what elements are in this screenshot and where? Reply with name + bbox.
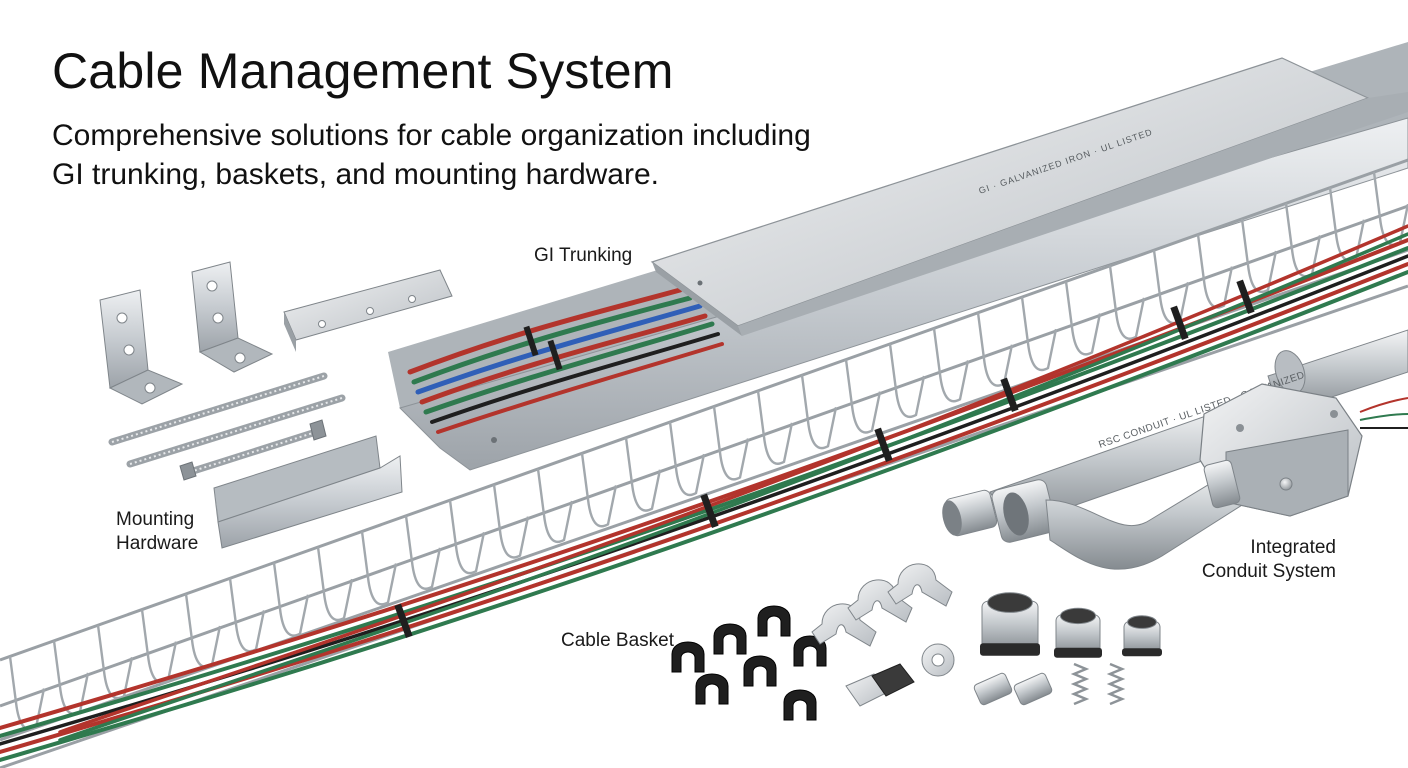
black-clip: [671, 641, 705, 673]
conduit-system-label-line-1: Integrated: [1250, 537, 1336, 558]
cable-gland: [1054, 607, 1102, 658]
basket-rib: [712, 406, 750, 481]
basket-rib: [448, 500, 486, 575]
l-bracket: [99, 289, 184, 405]
mounting-hardware-label: Mounting Hardware: [116, 508, 198, 556]
conduit-system-label: Integrated Conduit System: [1196, 536, 1336, 584]
gi-trunking-label: GI Trunking: [534, 244, 632, 268]
basket-rib: [756, 390, 794, 465]
basket-rib: [1240, 218, 1278, 293]
gi-trunking: GI · GALVANIZED IRON · UL LISTED: [388, 42, 1408, 471]
basket-rib: [1020, 296, 1058, 372]
flat-channel: [283, 269, 453, 352]
basket-rib: [888, 343, 926, 418]
basket-rib: [140, 609, 178, 684]
basket-rib: [492, 484, 530, 559]
springs: [1070, 662, 1126, 706]
basket-rib: [800, 375, 838, 450]
basket-wire-bundle: [0, 224, 1408, 762]
hex-bolt: [179, 419, 327, 481]
u-channel: [213, 435, 403, 549]
basket-rib: [536, 468, 574, 543]
black-clip: [695, 673, 729, 705]
trunking-wire-bundle: [407, 287, 724, 434]
black-clip: [743, 655, 777, 687]
mounting-hardware-label-line-2: Hardware: [116, 532, 199, 554]
basket-rib: [360, 531, 398, 606]
basket-rib: [1108, 265, 1146, 340]
junction-box: [1199, 383, 1408, 517]
subtitle-line-2: GI trunking, baskets, and mounting hardw…: [52, 158, 660, 191]
conduit-system-label-line-2: Conduit System: [1201, 560, 1336, 582]
threaded-rod: [126, 394, 346, 468]
cable-tie: [523, 325, 539, 357]
basket-rib: [932, 328, 970, 403]
coupling: [991, 479, 1057, 543]
black-clip: [783, 689, 817, 721]
basket-cable-ties: [394, 279, 1255, 639]
cable-gland: [980, 592, 1040, 656]
spring: [1106, 662, 1126, 706]
cable-clips: [671, 605, 827, 721]
subtitle-line-1: Comprehensive solutions for cable organi…: [52, 119, 811, 152]
basket-rib: [580, 453, 618, 528]
conduit-saddles: [811, 563, 955, 707]
threaded-rod: [108, 372, 328, 446]
cable-tie: [547, 339, 563, 371]
l-bracket: [191, 261, 274, 373]
basket-rib: [272, 562, 310, 637]
mounting-hardware-label-line-1: Mounting: [116, 509, 195, 530]
black-clip: [757, 605, 791, 637]
basket-rib: [668, 421, 706, 497]
basket-rib: [624, 437, 662, 512]
cable-basket-label: Cable Basket: [561, 629, 674, 653]
cable-gland: [1122, 615, 1162, 657]
spring: [1070, 662, 1090, 706]
basket-rib: [844, 359, 882, 434]
page-subtitle: Comprehensive solutions for cable organi…: [52, 116, 912, 194]
gi-trunking-label-text: GI Trunking: [534, 245, 633, 266]
black-clip: [793, 635, 827, 667]
cable-glands: [980, 592, 1162, 658]
basket-rib: [316, 546, 354, 622]
basket-rib: [1196, 234, 1234, 309]
screws-and-springs: [973, 672, 1053, 706]
small-parts: [671, 563, 1162, 721]
threaded-nipple: [942, 489, 998, 537]
basket-rib: [1064, 281, 1102, 356]
black-clip: [713, 623, 747, 655]
page-title: Cable Management System: [52, 43, 674, 99]
mounting-hardware: [99, 261, 453, 549]
cable-basket: [0, 158, 1408, 768]
cable-basket-label-text: Cable Basket: [561, 630, 675, 651]
basket-rib: [404, 515, 442, 590]
